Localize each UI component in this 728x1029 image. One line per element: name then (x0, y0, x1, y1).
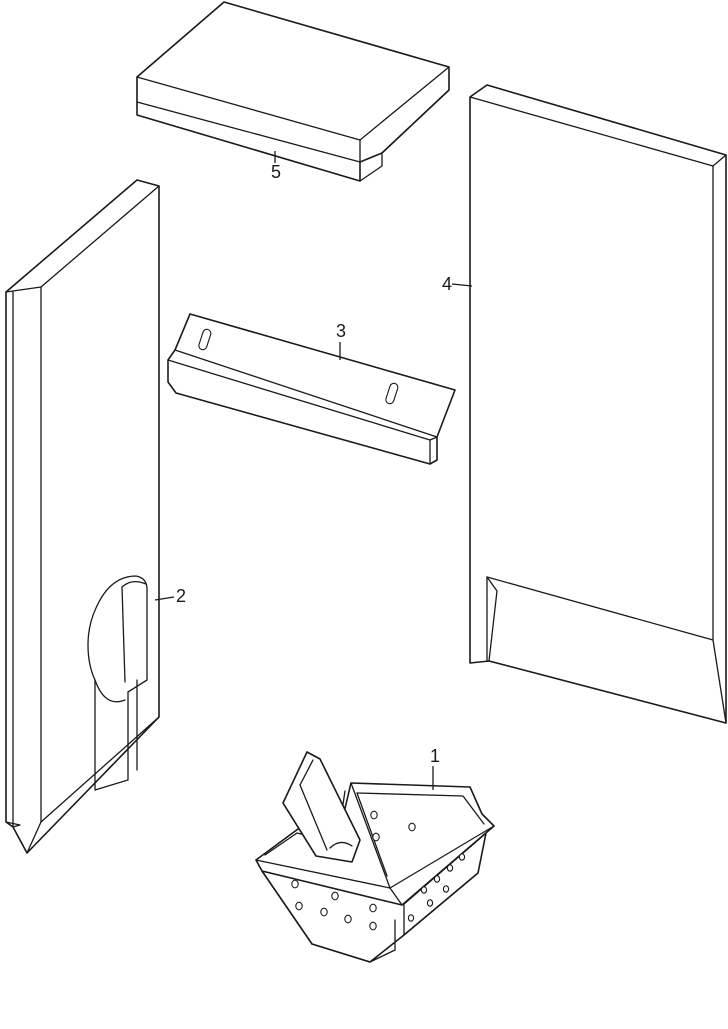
part-5-callout: 5 (271, 162, 281, 182)
part-5-baffle-plate (136, 1, 450, 182)
part-2-leader (154, 596, 175, 601)
part-2-left-panel (5, 179, 160, 854)
part-4-right-panel (469, 84, 727, 724)
part-3-bracket (167, 313, 456, 465)
part-1-callout: 1 (430, 746, 440, 766)
part-1-grate-basket (255, 751, 495, 963)
part-4-callout: 4 (442, 274, 452, 294)
part-3-callout: 3 (336, 321, 346, 341)
part-4-leader (451, 283, 473, 287)
part-2-callout: 2 (176, 586, 186, 606)
